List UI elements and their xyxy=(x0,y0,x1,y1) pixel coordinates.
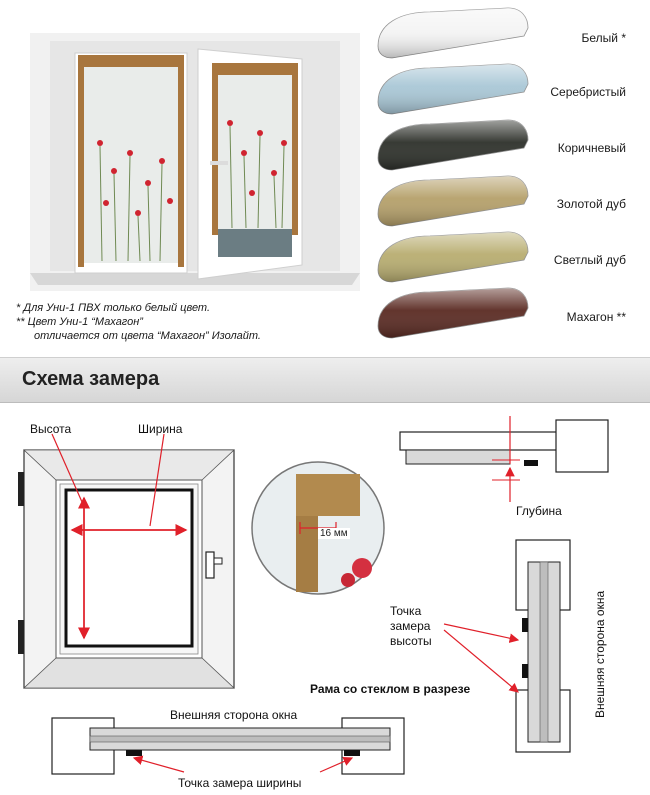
swatch-golden-oak xyxy=(377,175,529,227)
color-swatches xyxy=(377,7,529,339)
label-outer-side-horizontal: Внешняя сторона окна xyxy=(170,708,298,722)
label-depth: Глубина xyxy=(516,504,562,518)
note-mahogany: ** Цвет Уни-1 “Махагон” xyxy=(16,316,143,328)
measurement-diagram xyxy=(18,416,609,775)
note-mahogany-diff: отличается от цвета “Махагон” Изолайт. xyxy=(34,330,261,342)
label-height-point-3: высоты xyxy=(390,634,432,648)
label-width-point: Точка замера ширины xyxy=(178,776,302,790)
label-height-point-1: Точка xyxy=(390,604,422,618)
vertical-frame-section xyxy=(443,539,571,753)
swatch-silver xyxy=(377,63,529,115)
label-outer-side-vertical: Внешняя сторона окна xyxy=(593,590,607,718)
label-height-point-2: замера xyxy=(390,619,431,633)
swatch-label-mahogany: Махагон ** xyxy=(566,310,626,324)
swatch-brown xyxy=(377,119,529,171)
swatch-label-brown: Коричневый xyxy=(557,141,626,155)
label-16mm: 16 мм xyxy=(318,528,350,539)
swatch-light-oak xyxy=(377,231,529,283)
label-frame-section: Рама со стеклом в разрезе xyxy=(310,682,471,696)
swatch-label-silver: Серебристый xyxy=(550,85,626,99)
swatch-mahogany xyxy=(377,287,529,339)
note-white-only: * Для Уни-1 ПВХ только белый цвет. xyxy=(16,302,211,314)
swatch-label-golden-oak: Золотой дуб xyxy=(556,197,626,211)
swatch-label-light-oak: Светлый дуб xyxy=(553,253,626,267)
swatch-white xyxy=(377,7,529,59)
window-front-view xyxy=(18,433,236,689)
label-height: Высота xyxy=(30,422,72,436)
window-photo xyxy=(30,33,360,291)
swatch-label-white: Белый * xyxy=(581,31,626,45)
section-title: Схема замера xyxy=(22,368,160,390)
depth-section xyxy=(399,416,609,502)
section-bar: Схема замера xyxy=(0,357,650,403)
label-width: Ширина xyxy=(138,422,183,436)
horizontal-frame-section xyxy=(51,717,405,775)
